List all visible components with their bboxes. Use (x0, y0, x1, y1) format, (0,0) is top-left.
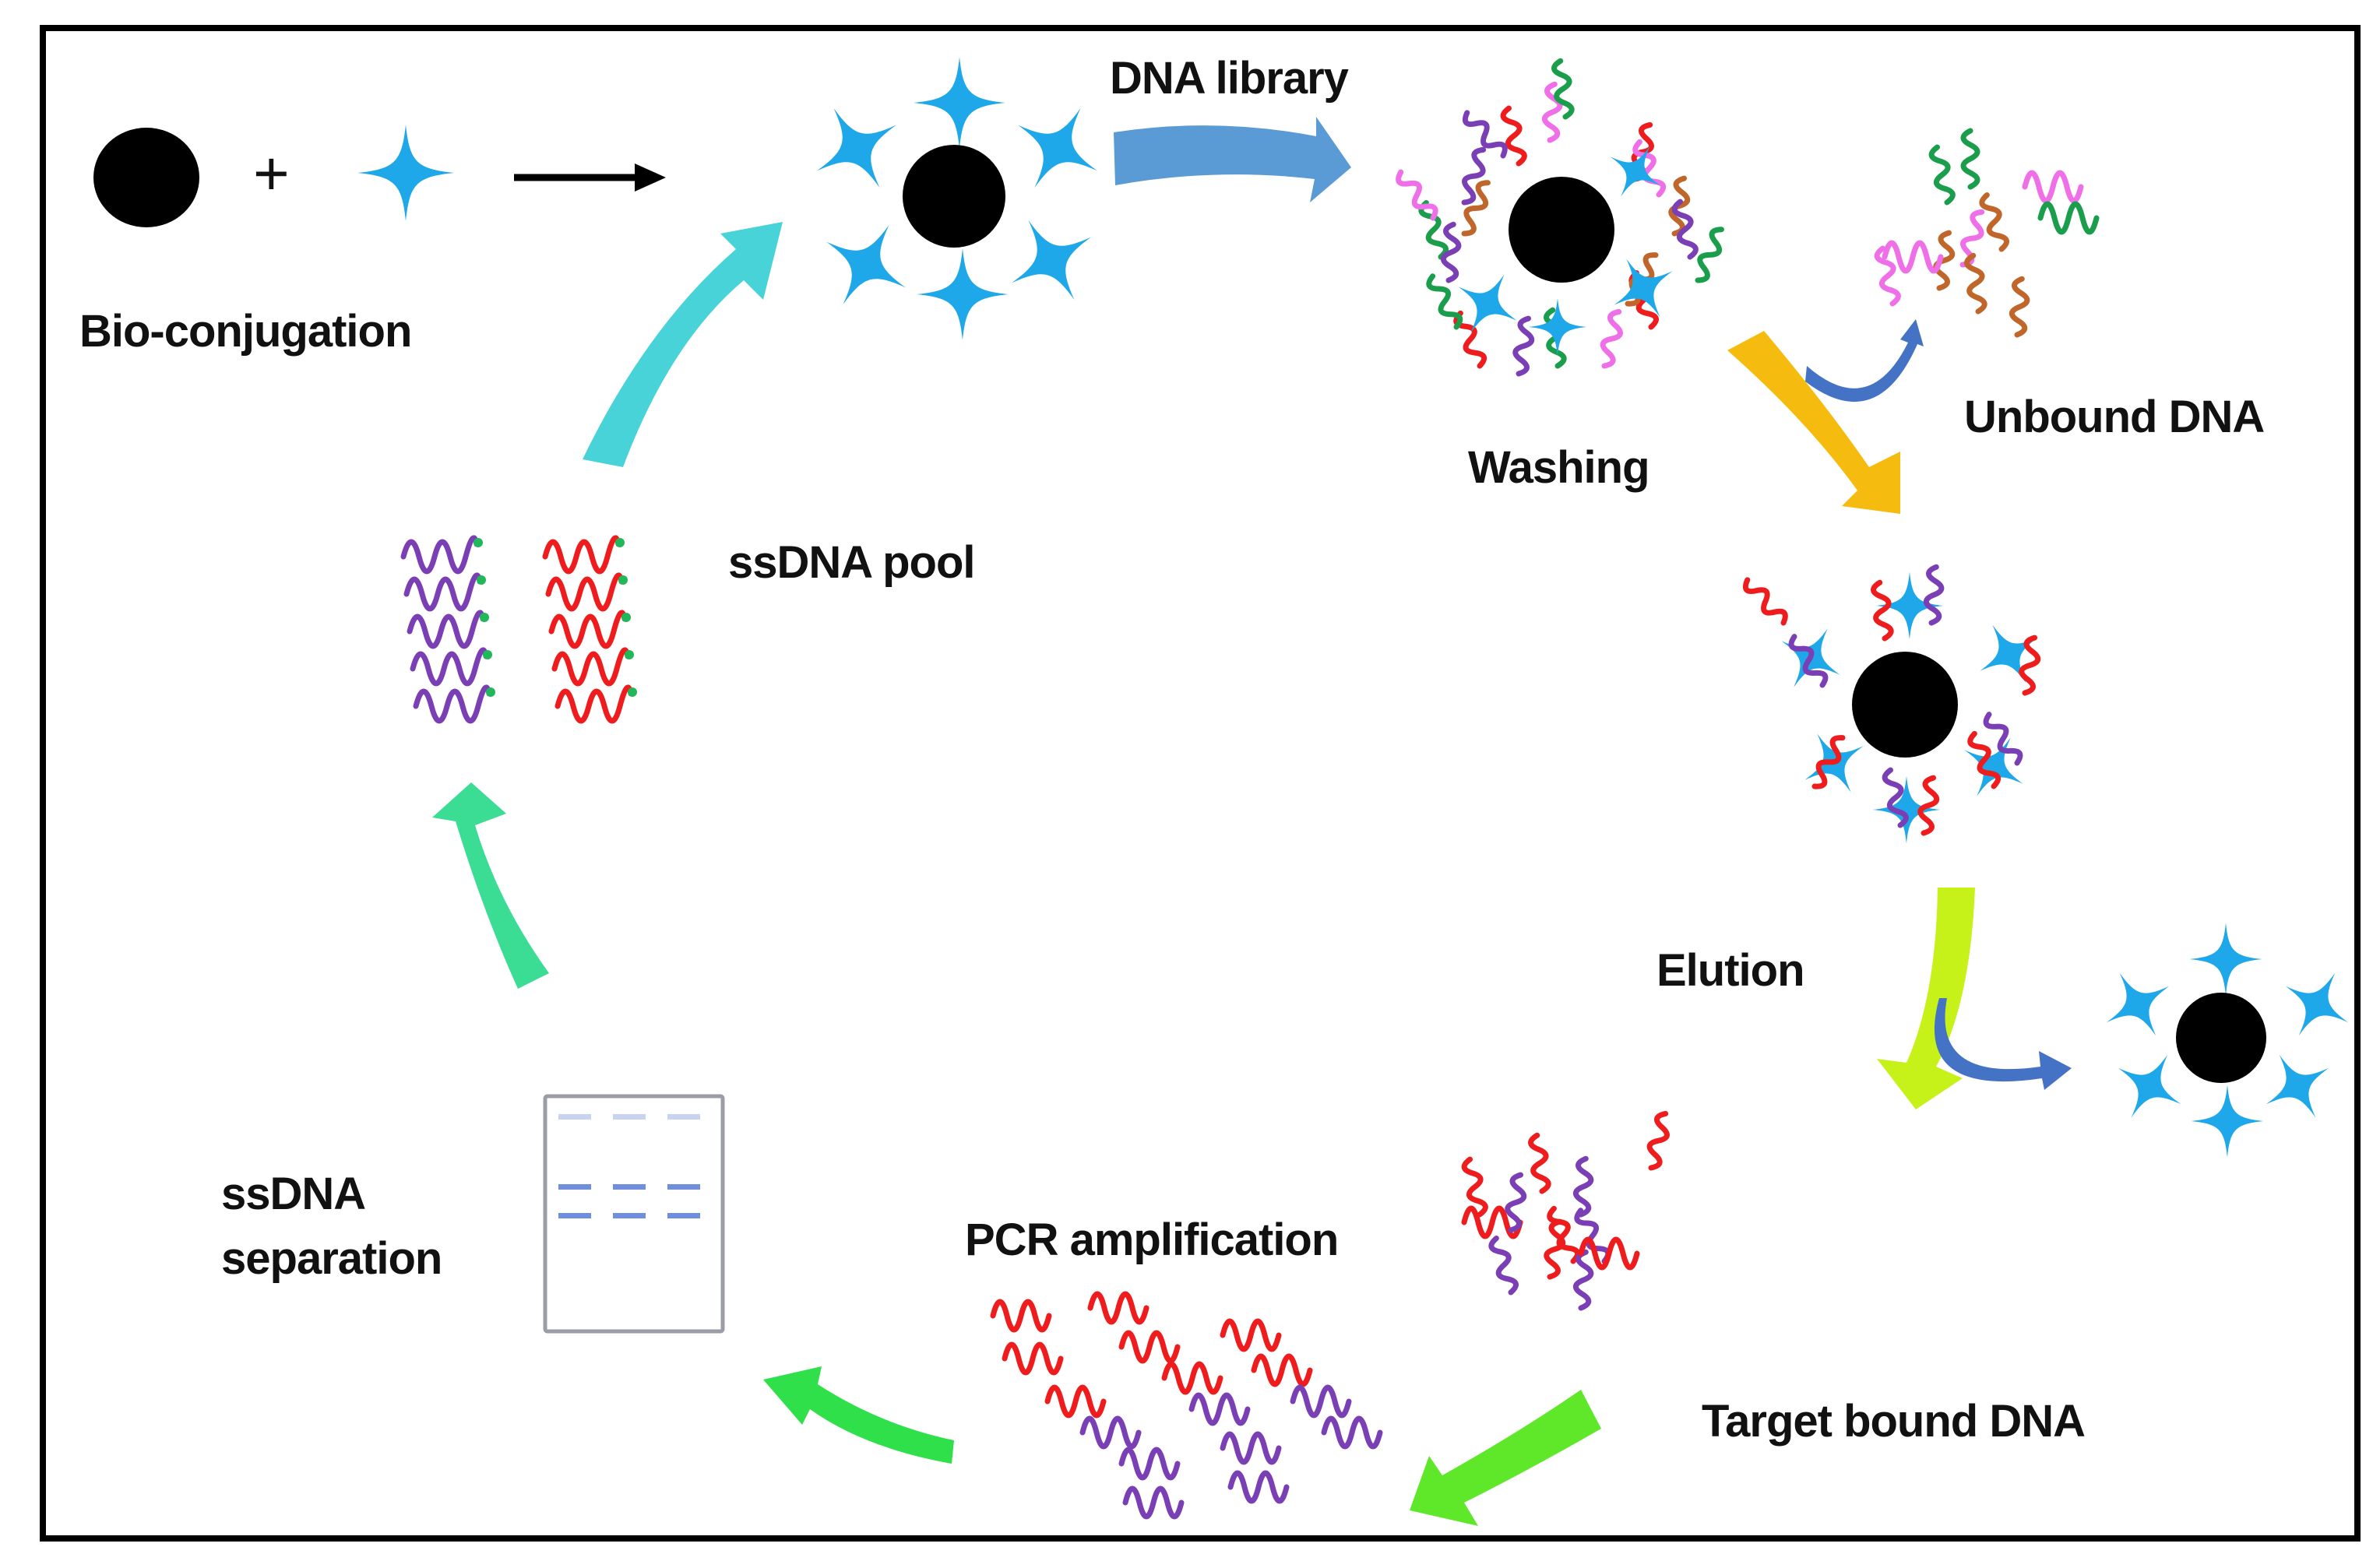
ssdna-label-dot (483, 650, 492, 659)
label-bio-conjugation: Bio-conjugation (79, 306, 411, 357)
ssdna-label-dot (474, 538, 483, 547)
gel-band (667, 1184, 700, 1190)
ssdna-label-dot (618, 575, 628, 585)
ssdna-label-dot (615, 538, 625, 547)
ssdna-label-dot (477, 575, 486, 585)
conjugated-bead-icon (794, 57, 1121, 340)
gel-band (613, 1184, 646, 1190)
ssdna-label-dot (628, 687, 637, 697)
label-target-bound-dna: Target bound DNA (1702, 1396, 2085, 1447)
arrow-unbound-removal (1805, 319, 1924, 403)
ssdna-strand (548, 610, 628, 649)
arrow-pool-to-conjugation (583, 222, 783, 467)
ssdna-strand (413, 684, 492, 724)
plus-sign: + (253, 139, 289, 208)
ssdna-pool-icon (400, 535, 637, 724)
arrow-target-to-pcr (1410, 1390, 1601, 1526)
label-dna-library: DNA library (1110, 53, 1349, 104)
bio-conjugation-equation: + (93, 125, 666, 227)
arrow-separation-to-pool (432, 782, 549, 989)
arrow-bead-release (1934, 998, 2072, 1090)
ssdna-strand (400, 535, 480, 575)
gel-band (613, 1114, 646, 1120)
gel-band (667, 1114, 700, 1120)
ssdna-strand (403, 572, 483, 612)
ssdna-strand (542, 535, 621, 575)
label-washing: Washing (1468, 442, 1649, 493)
gel-band (558, 1114, 591, 1120)
figure-frame (40, 25, 2361, 1542)
arrow-elution (1877, 888, 1975, 1109)
gel-electrophoresis-icon (543, 1094, 725, 1334)
ssdna-strand (545, 572, 625, 612)
ssdna-label-dot (480, 613, 489, 622)
ssdna-strand (407, 610, 486, 649)
arrow-pcr-to-separation (763, 1366, 954, 1464)
arrow-washing (1727, 331, 1900, 514)
ssdna-label-dot (621, 613, 631, 622)
label-ssdna-separation-line1: ssDNA (221, 1169, 365, 1219)
label-pcr-amplification: PCR amplification (965, 1215, 1338, 1265)
gel-band (667, 1213, 700, 1218)
ssdna-strand (551, 647, 631, 687)
gel-band (558, 1213, 591, 1218)
gel-band (613, 1213, 646, 1218)
bead-icon (93, 128, 199, 227)
ssdna-strand (410, 647, 489, 687)
label-elution: Elution (1656, 945, 1804, 996)
gel-band (558, 1184, 591, 1190)
target-bound-bead-icon (1742, 566, 2056, 844)
arrow-dna-library (1114, 117, 1351, 202)
washing-bead-with-library-icon (1395, 60, 1727, 374)
label-unbound-dna: Unbound DNA (1964, 392, 2264, 442)
ssdna-label-dot (486, 687, 495, 697)
ssdna-label-dot (625, 650, 634, 659)
label-ssdna-pool: ssDNA pool (728, 537, 975, 588)
label-ssdna-separation-line2: separation (221, 1233, 442, 1284)
ssdna-strand (555, 684, 634, 724)
released-bead-icon (2088, 923, 2367, 1158)
right-arrow-icon (514, 163, 666, 192)
